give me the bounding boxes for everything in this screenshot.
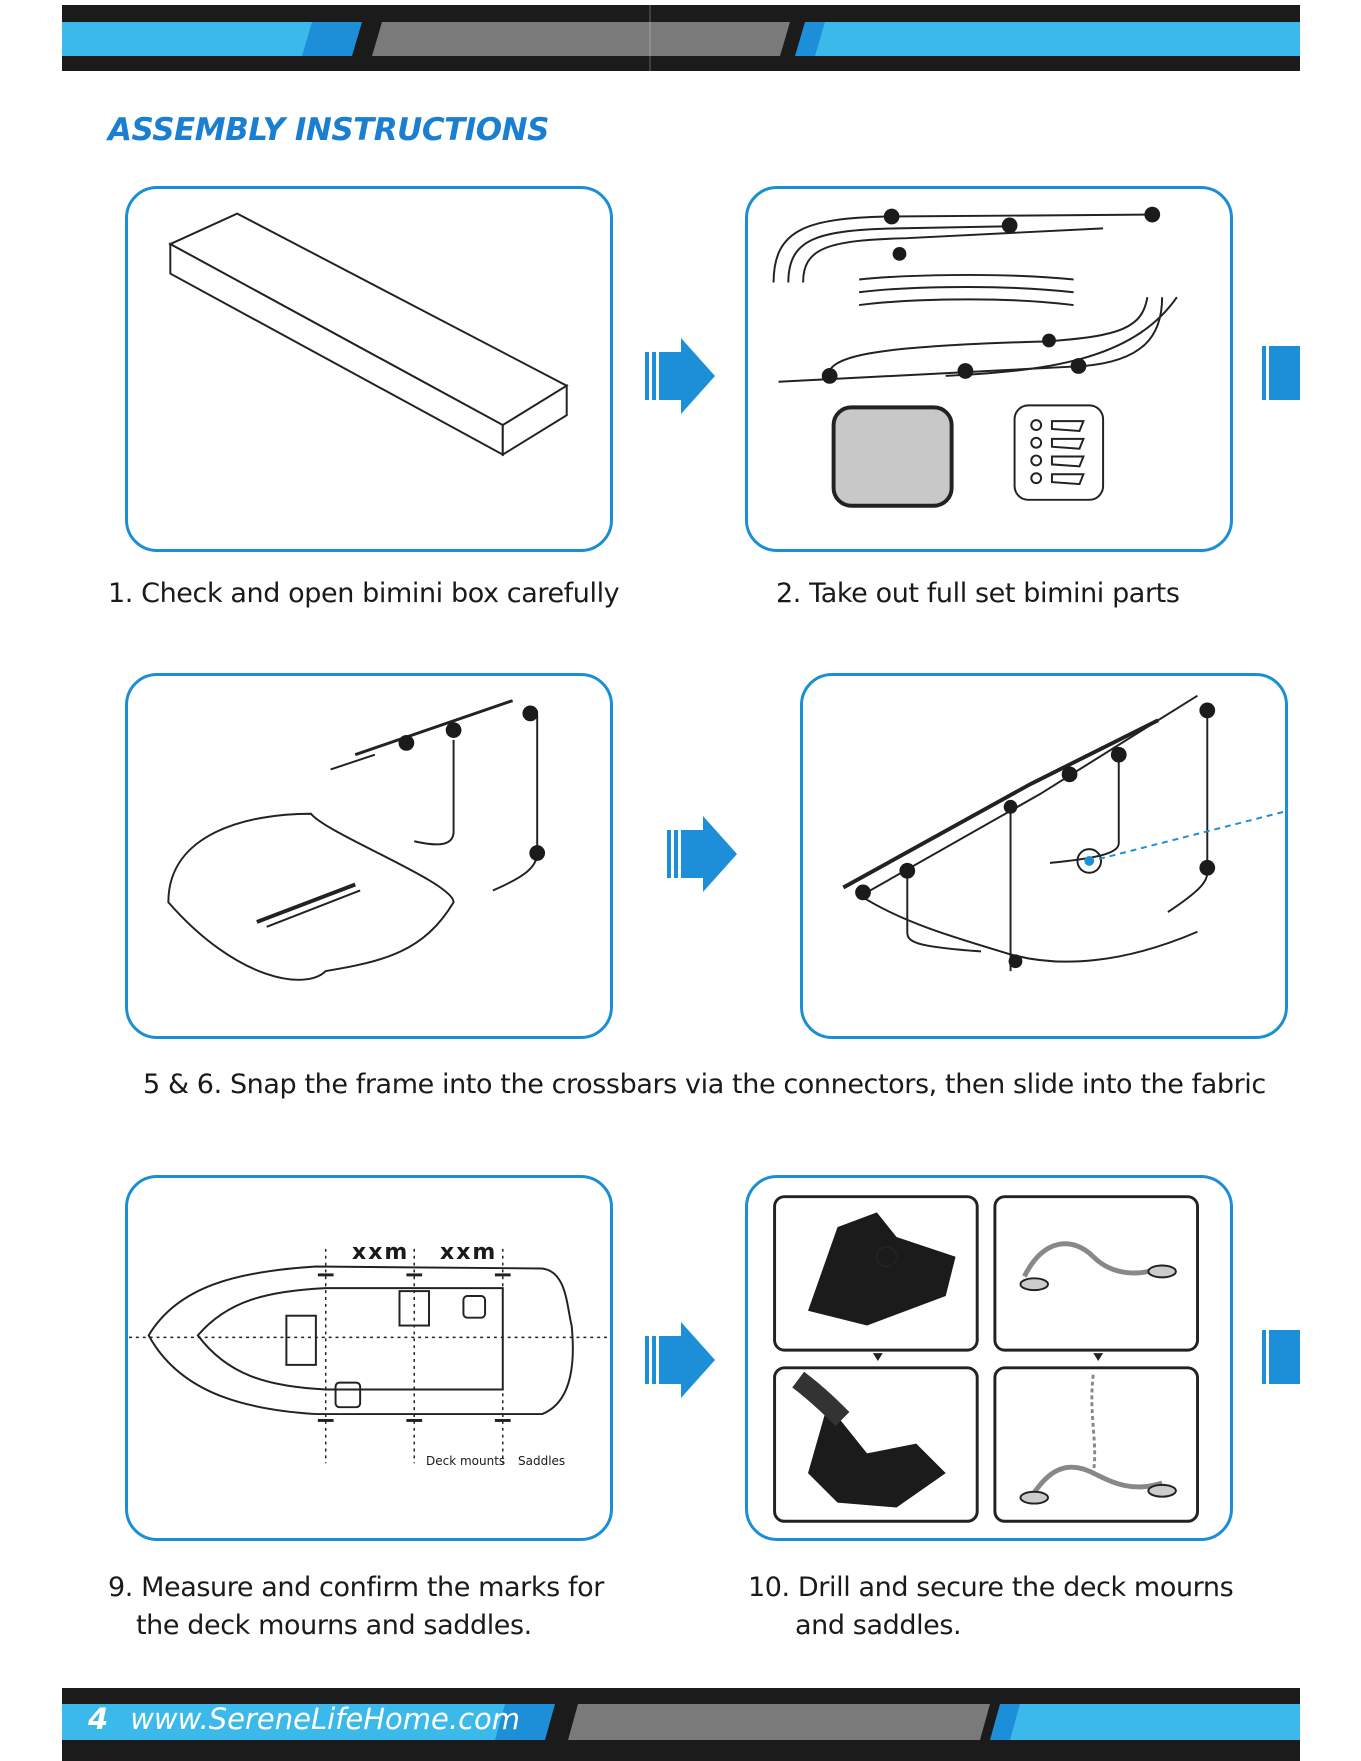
deck-mounts-label: Deck mounts	[426, 1454, 506, 1468]
footer-band	[62, 1688, 1300, 1761]
step-10-caption-line1: 10. Drill and secure the deck mourns	[748, 1572, 1234, 1603]
step-9-caption-line2: the deck mourns and saddles.	[136, 1610, 532, 1641]
saddles-label: Saddles	[518, 1454, 566, 1468]
measure-left-label: xxm	[352, 1240, 410, 1265]
page-title: ASSEMBLY INSTRUCTIONS	[108, 112, 549, 148]
step-9-illustration: xxm xxm Deck mounts Saddles	[125, 1175, 613, 1541]
arrow-right-partial-icon	[1262, 1330, 1300, 1384]
step-10-caption-line2: and saddles.	[795, 1610, 962, 1641]
measure-right-label: xxm	[440, 1240, 498, 1265]
step-6-illustration	[800, 673, 1288, 1039]
assembled-frame-drawing	[842, 694, 1285, 972]
frame-fabric-drawing	[167, 699, 546, 981]
step-9-caption-line1: 9. Measure and confirm the marks for	[108, 1572, 604, 1603]
step-5-illustration	[125, 673, 613, 1039]
step-2-caption: 2. Take out full set bimini parts	[776, 578, 1180, 609]
deck-mount-photos	[773, 1195, 1199, 1523]
boat-top-view-drawing	[129, 1248, 609, 1464]
bimini-box-drawing	[168, 212, 569, 457]
step-5-6-caption: 5 & 6. Snap the frame into the crossbars…	[143, 1069, 1266, 1100]
arrow-right-partial-icon	[1262, 346, 1300, 400]
website-link[interactable]: www.SereneLifeHome.com	[130, 1702, 521, 1736]
step-1-caption: 1. Check and open bimini box carefully	[108, 578, 620, 609]
page-number: 4	[88, 1702, 109, 1736]
arrow-right-icon	[645, 338, 715, 414]
bimini-parts-drawing	[772, 206, 1178, 508]
footer: 4 www.SereneLifeHome.com	[88, 1702, 520, 1736]
arrow-right-icon	[667, 816, 737, 892]
arrow-right-icon	[645, 1322, 715, 1398]
step-2-illustration	[745, 186, 1233, 552]
header-band	[0, 0, 1300, 75]
step-1-illustration	[125, 186, 613, 552]
step-10-illustration	[745, 1175, 1233, 1541]
